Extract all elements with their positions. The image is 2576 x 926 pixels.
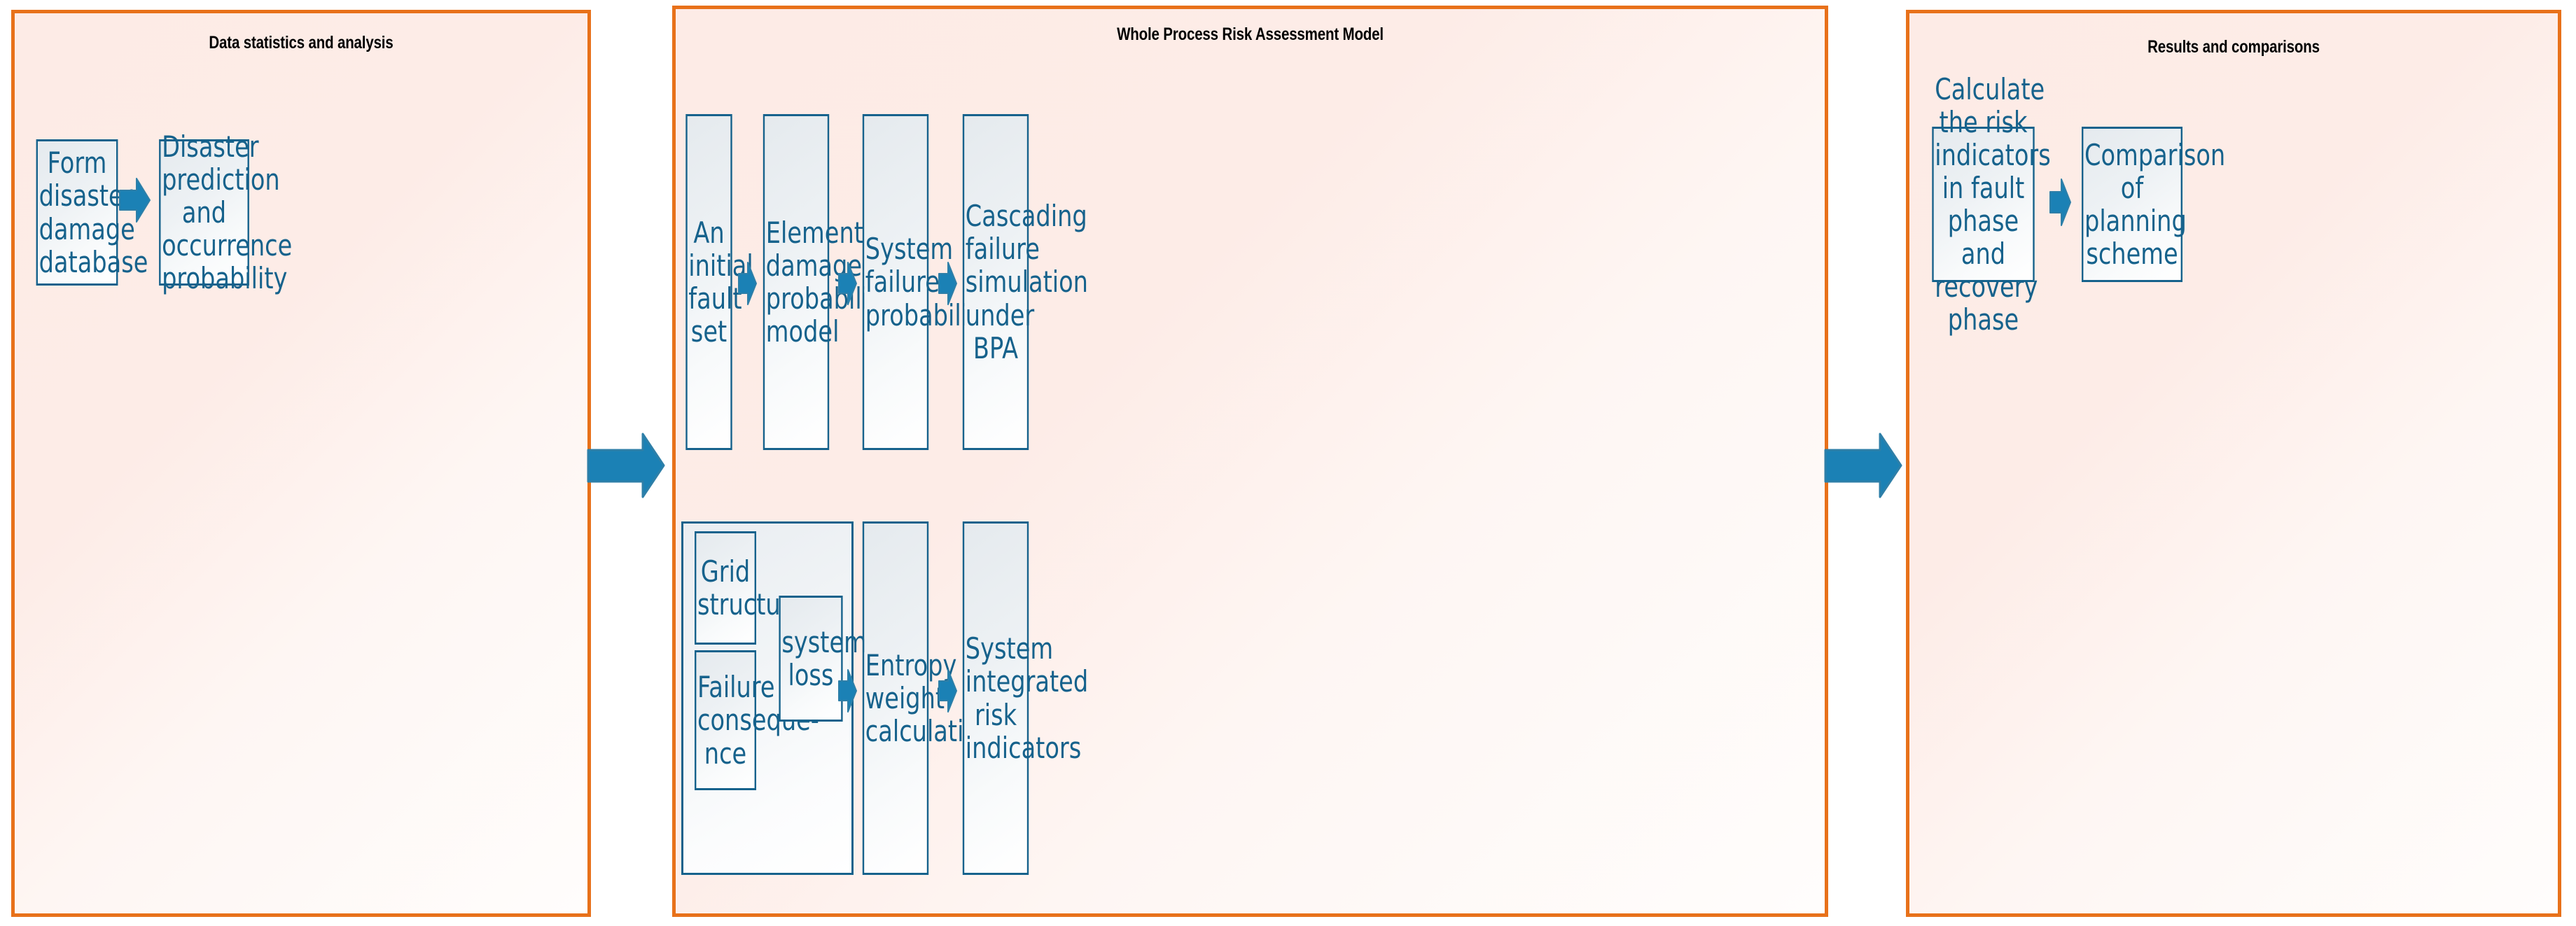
box-system-loss[interactable]: system loss <box>779 596 867 722</box>
box-disaster-prediction-occurrence-probability[interactable]: Disaster prediction and occurrence proba… <box>159 130 292 295</box>
box-label: Grid structure <box>697 554 805 622</box>
right-arrow-icon-stage2-top-2 <box>838 261 857 306</box>
right-arrow-icon-stage2-to-stage3 <box>1824 433 1902 498</box>
box-label: Calculate the risk indicators in fault p… <box>1935 71 2051 337</box>
panel-whole-process-model: Whole Process Risk Assessment Model An i… <box>672 6 1828 917</box>
panel-title-results-comparisons: Results and comparisons <box>2147 37 2320 57</box>
right-arrow-icon-stage2-bottom-1 <box>838 668 857 713</box>
right-arrow-icon-stage1-to-stage2 <box>587 433 665 498</box>
box-label: Failure conseque-nce <box>697 670 819 771</box>
panel-results-comparisons: Results and comparisons Calculate the ri… <box>1906 10 2561 917</box>
box-form-disaster-damage-database[interactable]: Form disaster damage database <box>36 139 148 286</box>
panel-title-whole-process-model: Whole Process Risk Assessment Model <box>1117 24 1384 44</box>
panel-title-data-statistics: Data statistics and analysis <box>209 33 394 52</box>
box-calculate-risk-indicators[interactable]: Calculate the risk indicators in fault p… <box>1932 73 2051 336</box>
panel-data-statistics: Data statistics and analysis Form disast… <box>11 10 591 917</box>
box-label: Comparison of planning scheme <box>2084 137 2226 272</box>
box-label: An initial fault set <box>688 215 753 349</box>
box-label: Cascading failure simulation under BPA <box>965 199 1088 365</box>
right-arrow-icon-stage1-internal <box>119 177 151 223</box>
box-label: Disaster prediction and occurrence proba… <box>162 129 293 296</box>
box-system-failure-probability[interactable]: System failure probability <box>862 114 991 450</box>
box-comparison-of-planning-scheme[interactable]: Comparison of planning scheme <box>2082 127 2226 282</box>
box-grid-structure[interactable]: Grid structure <box>695 531 805 645</box>
box-label: System integrated risk indicators <box>965 631 1089 765</box>
box-label: system loss <box>781 624 867 692</box>
right-arrow-icon-stage2-bottom-2 <box>938 668 957 713</box>
box-entropy-weight-calculation[interactable]: Entropy weight calculation <box>862 521 994 875</box>
right-arrow-icon-stage3-internal <box>2049 178 2071 227</box>
box-element-damage-probability-model[interactable]: Element damage probability model <box>763 114 892 450</box>
right-arrow-icon-stage2-top-3 <box>938 261 957 306</box>
box-system-integrated-risk-indicators[interactable]: System integrated risk indicators <box>962 521 1089 875</box>
box-label: Element damage probability model <box>765 215 892 349</box>
box-cascading-failure-simulation-under-bpa[interactable]: Cascading failure simulation under BPA <box>962 114 1088 450</box>
box-label: System failure probability <box>865 232 991 332</box>
box-failure-consequence[interactable]: Failure conseque-nce <box>695 650 819 790</box>
right-arrow-icon-stage2-top-1 <box>738 261 757 306</box>
box-label: Form disaster damage database <box>39 146 148 279</box>
box-label: Entropy weight calculation <box>865 647 994 749</box>
box-an-initial-fault-set[interactable]: An initial fault set <box>685 114 753 450</box>
